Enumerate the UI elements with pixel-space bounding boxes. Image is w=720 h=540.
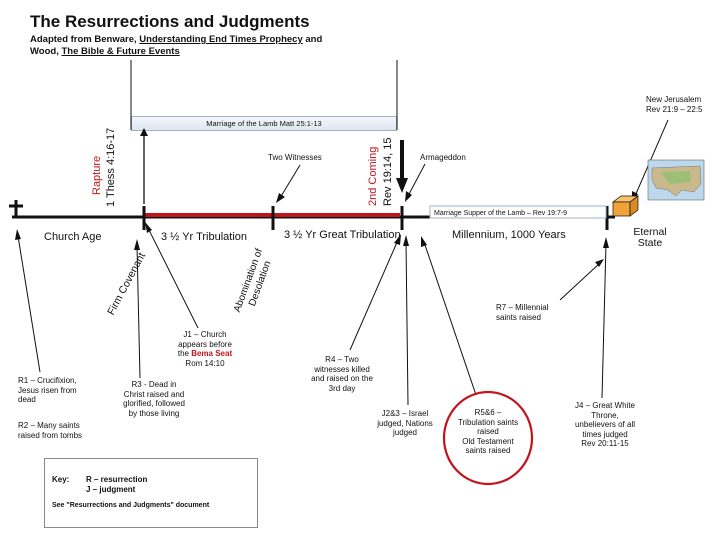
r4-note: R4 – Two witnesses killed and raised on …	[300, 355, 384, 393]
r1-line: R1 – Crucifixion,	[18, 376, 77, 385]
new-jerusalem-line2: Rev 21:9 – 22:5	[646, 104, 703, 114]
j2-arrow	[403, 235, 409, 246]
r5-line: saints raised	[465, 446, 511, 455]
r1-arrow	[15, 229, 21, 240]
new-jerusalem-label: New Jerusalem Rev 21:9 – 22:5	[646, 95, 702, 114]
r5-line: Old Testament	[462, 436, 514, 446]
subtitle-line1-suffix: and	[302, 34, 323, 45]
j4-line: J4 – Great White	[574, 401, 636, 410]
great-tribulation-label: 3 ½ Yr Great Tribulation	[284, 229, 401, 241]
j2-line: judged	[392, 428, 418, 437]
r3-note: R3 - Dead in Christ raised and glorified…	[108, 380, 200, 418]
r2-line: raised from tombs	[18, 430, 83, 440]
key-r: R – resurrection	[86, 475, 148, 484]
page-title: The Resurrections and Judgments	[30, 12, 310, 31]
r2-note: R2 – Many saints raised from tombs	[18, 421, 82, 440]
r7-arrow	[595, 259, 604, 267]
j1-line: Rom 14:10	[185, 358, 225, 368]
marriage-supper-banner	[429, 205, 607, 219]
subtitle-book2: The Bible & Future Events	[61, 46, 180, 57]
r7-note: R7 – Millennial saints raised	[496, 303, 548, 322]
j1-line: J1 – Church	[183, 330, 227, 339]
eternal-state-line1: Eternal	[633, 226, 667, 238]
r4-arrow	[394, 234, 401, 245]
us-map-icon	[647, 159, 705, 201]
j1-note: J1 – Church appears before the Bema Seat…	[160, 330, 250, 368]
two-witnesses-label: Two Witnesses	[268, 153, 322, 162]
j4-line: Rev 20:11-15	[581, 439, 629, 448]
r3-line: by those living	[128, 408, 180, 418]
j2-line: judged, Nations	[377, 418, 433, 428]
j4-note: J4 – Great White Throne, unbelievers of …	[560, 401, 650, 449]
j4-line: Throne,	[591, 410, 619, 420]
j1-the: the	[177, 349, 192, 358]
subtitle-line1-prefix: Adapted from Benware,	[30, 34, 140, 45]
r3-arrow	[134, 239, 140, 250]
millennium-label: Millennium, 1000 Years	[452, 229, 566, 241]
marriage-lamb-label: Marriage of the Lamb Matt 25:1-13	[206, 119, 322, 128]
r5-line: R5&6 –	[474, 408, 502, 417]
r3-line: R3 - Dead in	[131, 380, 177, 389]
j1-line: the Bema Seat	[160, 349, 250, 359]
box-icon	[611, 195, 640, 217]
second-coming-arrow	[396, 178, 408, 193]
marriage-supper-label: Marriage Supper of the Lamb – Rev 19:7-9	[434, 210, 568, 217]
tribulation-label: 3 ½ Yr Tribulation	[161, 231, 248, 243]
r1-note: R1 – Crucifixion, Jesus risen from dead	[18, 376, 77, 405]
key-box	[44, 458, 258, 528]
key-see: See "Resurrections and Judgments" docume…	[52, 502, 210, 509]
cross-icon	[9, 200, 23, 218]
r2-line: R2 – Many saints	[18, 421, 80, 430]
rapture-arrow	[140, 128, 148, 136]
second-coming-label: 2nd Coming	[367, 146, 379, 206]
j1-line: appears before	[178, 339, 232, 349]
new-jerusalem-line1: New Jerusalem	[646, 95, 702, 104]
j4-line: times judged	[582, 429, 628, 439]
r5-line: raised	[477, 427, 499, 436]
r4-line: witnesses killed	[314, 364, 370, 374]
r3-line: glorified, followed	[123, 399, 185, 408]
j4-line: unbelievers of all	[574, 420, 636, 429]
subtitle: Adapted from Benware, Understanding End …	[30, 34, 340, 58]
r4-line: and raised on the	[311, 374, 373, 383]
r1-line: Jesus risen from	[18, 385, 77, 395]
armageddon-label: Armageddon	[420, 153, 466, 162]
r7-line: saints raised	[496, 312, 541, 322]
key-j: J – judgment	[86, 485, 136, 494]
r4-line: R4 – Two	[325, 355, 359, 364]
subtitle-book1: Understanding End Times Prophecy	[139, 34, 303, 45]
subtitle-line2-prefix: Wood,	[30, 46, 62, 57]
j2-note: J2&3 – Israel judged, Nations judged	[370, 409, 440, 438]
armageddon-arrow	[405, 191, 412, 202]
r7-line: R7 – Millennial	[496, 303, 549, 312]
r5-highlight-circle	[442, 390, 534, 486]
key-label: Key:	[52, 475, 70, 484]
rapture-label: Rapture	[91, 155, 103, 195]
r5-arrow	[421, 236, 427, 247]
rapture-ref: 1 Thess 4:16-17	[105, 127, 117, 207]
j1-arrow	[145, 222, 152, 233]
church-age-label: Church Age	[44, 231, 102, 243]
r1-line: dead	[18, 395, 36, 404]
bema-seat-text: Bema Seat	[191, 349, 233, 358]
r3-line: Christ raised and	[123, 389, 185, 399]
j4-arrow	[603, 237, 609, 248]
r5-line: Tribulation saints	[457, 417, 519, 427]
j2-line: J2&3 – Israel	[381, 409, 429, 418]
eternal-state-label: Eternal State	[628, 227, 672, 249]
r5-note: R5&6 – Tribulation saints raised Old Tes…	[448, 408, 528, 456]
eternal-state-line2: State	[637, 237, 663, 249]
r4-line: 3rd day	[328, 383, 356, 393]
second-coming-ref: Rev 19:14, 15	[382, 137, 394, 207]
two-witnesses-arrow	[276, 193, 285, 203]
